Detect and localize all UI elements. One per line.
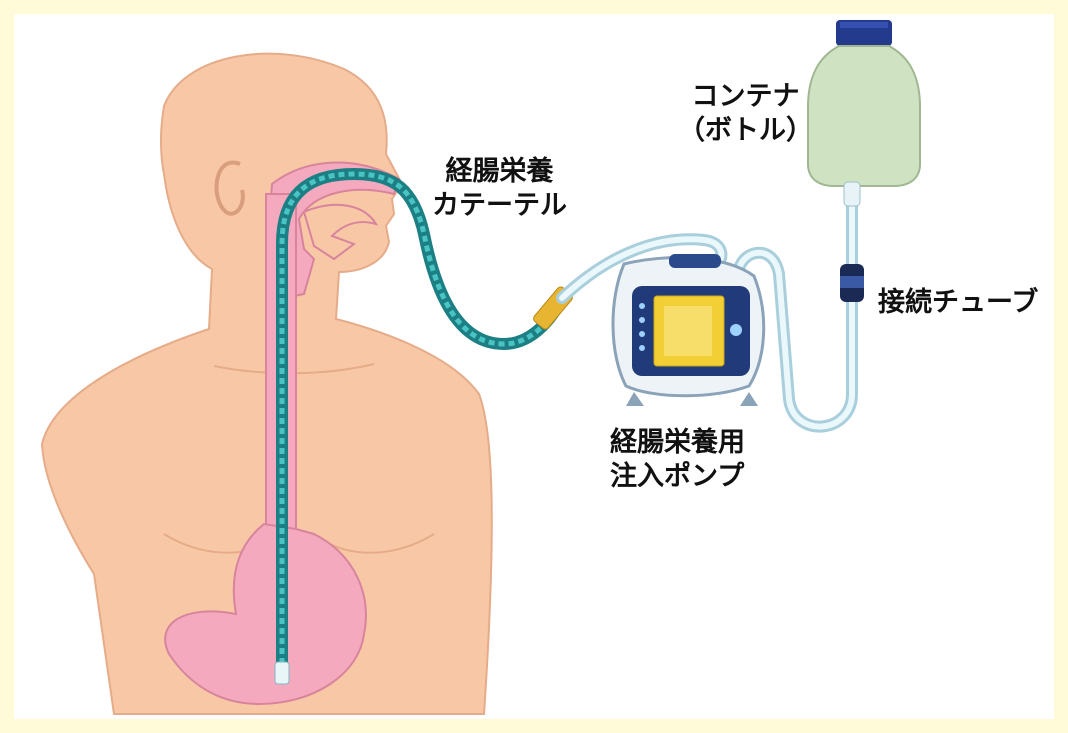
bottle-outlet xyxy=(844,182,860,206)
bottle-cap-ridges xyxy=(840,22,888,28)
bottle-body xyxy=(808,46,920,186)
tube-drip-chamber-band xyxy=(840,276,864,288)
enteral-feeding-illustration xyxy=(14,14,1054,719)
pump-handle xyxy=(669,254,721,268)
catheter-tip xyxy=(275,662,289,684)
pump-button-1 xyxy=(639,303,645,309)
pump-button-3 xyxy=(639,331,645,337)
container-bottle xyxy=(808,20,920,206)
connector-tube-label-line1: 接続チューブ xyxy=(878,286,1038,320)
pump-label: 経腸栄養用 注入ポンプ xyxy=(610,426,745,494)
container-label-line1: コンテナ xyxy=(678,80,813,114)
pump-knob xyxy=(730,324,742,336)
pump-label-line1: 経腸栄養用 xyxy=(610,426,745,460)
pump-button-2 xyxy=(639,317,645,323)
container-label: コンテナ （ボトル） xyxy=(678,80,813,148)
feeding-pump xyxy=(613,254,764,406)
catheter-label: 経腸栄養 カテーテル xyxy=(432,155,567,223)
pump-button-4 xyxy=(639,345,645,351)
catheter-label-line2: カテーテル xyxy=(432,189,567,223)
pump-screen-inner xyxy=(664,306,712,356)
connector-tube-label: 接続チューブ xyxy=(878,286,1038,320)
catheter-label-line1: 経腸栄養 xyxy=(432,155,567,189)
container-label-line2: （ボトル） xyxy=(678,114,813,148)
diagram-frame: コンテナ （ボトル） 経腸栄養 カテーテル 接続チューブ 経腸栄養用 注入ポンプ xyxy=(14,14,1054,719)
pump-label-line2: 注入ポンプ xyxy=(610,460,745,494)
